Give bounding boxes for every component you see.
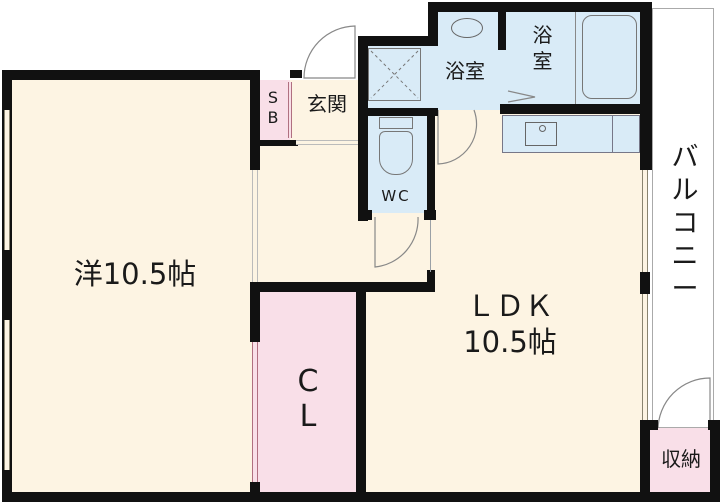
western-room-label: 洋10.5帖 <box>73 257 197 291</box>
wall-hall-top <box>290 70 302 78</box>
hallway <box>253 140 368 290</box>
wall-wet-left <box>358 36 368 221</box>
wall-western-right-top <box>250 70 260 170</box>
wall-wc-bottom-left <box>358 210 372 220</box>
wall-top-left <box>2 70 260 80</box>
closet-sliding-door <box>252 342 258 482</box>
wall-wet-bottom <box>358 108 438 116</box>
shoe-box-label: S B <box>267 88 279 127</box>
kitchen-sink-icon <box>525 122 557 146</box>
kitchen-counter <box>502 115 640 153</box>
toilet-tank-icon <box>379 117 413 129</box>
wc-door-swing-icon <box>374 216 419 268</box>
shoe-box <box>258 80 290 140</box>
wall-western-right-base <box>250 482 260 502</box>
entrance-label: 玄関 <box>307 92 347 116</box>
window-ldk-right-2 <box>642 294 648 420</box>
bathroom-label: 浴 室 <box>532 23 553 73</box>
wc-label: WC <box>381 187 411 205</box>
closet <box>258 292 358 492</box>
wall-right-top <box>640 2 652 170</box>
washroom-label: 浴室 <box>445 59 485 83</box>
wall-wc-bottom-right <box>424 210 436 220</box>
wall-storage-top-left <box>640 420 658 430</box>
wall-left <box>2 70 12 502</box>
hall-opening <box>252 170 258 282</box>
bath-door-icon <box>507 90 536 103</box>
entrance-door-swing-icon <box>303 25 356 79</box>
wall-western-right-bottom <box>250 282 260 342</box>
washing-machine-x-icon <box>370 50 419 99</box>
storage <box>648 428 716 493</box>
window-western-left-1 <box>4 110 10 250</box>
washroom <box>365 45 505 110</box>
washroom-door-swing-icon <box>437 109 478 165</box>
balcony-door-swing-icon <box>657 377 711 431</box>
entrance <box>290 80 365 142</box>
bathtub-divider <box>575 10 576 105</box>
wall-bath-bottom <box>500 104 650 114</box>
wall-storage-right <box>710 420 720 502</box>
window-ldk-right-1 <box>642 170 648 272</box>
washing-machine-pan <box>368 48 421 101</box>
wall-right-mid <box>640 272 650 294</box>
kitchen-faucet-icon <box>539 125 546 132</box>
storage-label: 収納 <box>661 447 701 471</box>
wall-wc-right <box>427 108 435 220</box>
balcony <box>652 8 714 428</box>
wall-wet-top <box>428 2 650 12</box>
wall-wet-top-left <box>358 36 438 46</box>
ldk-label: ＬＤＫ 10.5帖 <box>463 289 557 360</box>
wall-bath-divider <box>498 2 506 50</box>
hall-right-edge <box>430 220 431 272</box>
washbasin-icon <box>451 18 483 38</box>
wall-sb-bottom <box>250 140 298 146</box>
toilet-bowl-icon <box>379 131 413 175</box>
wall-closet-top <box>250 282 435 292</box>
kitchen-counter-divider <box>612 115 613 153</box>
bathroom <box>505 10 643 105</box>
sb-sliding-door <box>288 82 292 138</box>
western-room <box>8 78 253 493</box>
wall-hall-right <box>427 270 435 292</box>
wall-closet-right <box>356 282 366 502</box>
balcony-label: バ ル コ ニ ー <box>671 142 699 305</box>
bathtub-icon <box>582 15 637 99</box>
closet-label: C L <box>297 364 319 434</box>
window-western-left-2 <box>4 320 10 470</box>
wall-wet-top-step <box>428 2 438 46</box>
wall-right-lower <box>640 420 650 502</box>
entrance-step <box>296 140 358 145</box>
